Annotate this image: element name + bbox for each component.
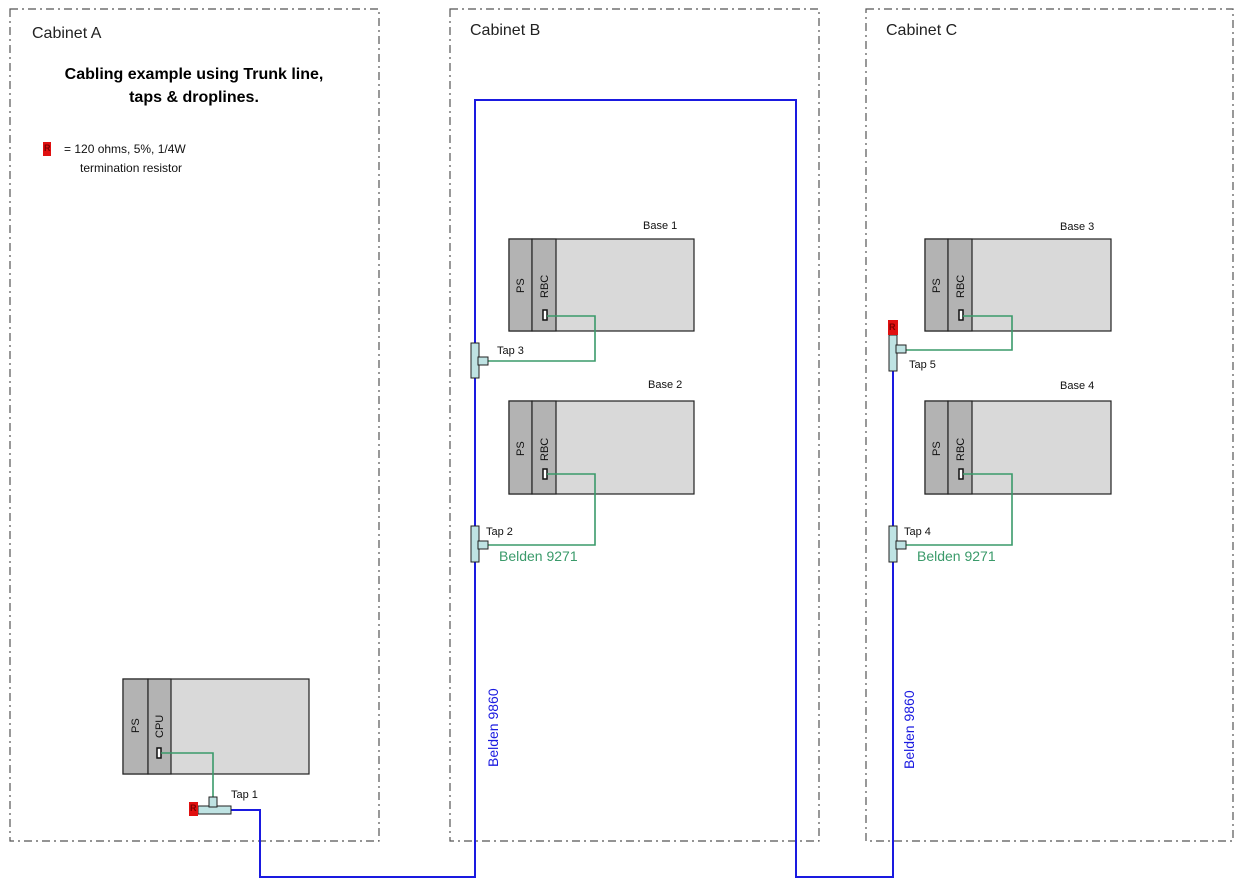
tap-4 [888, 525, 907, 563]
base-4-label: Base 4 [1060, 380, 1094, 392]
tap-5 [888, 334, 907, 372]
cpu-port [156, 747, 162, 759]
base-4-rack: PS RBC [924, 400, 1112, 495]
legend-line2: termination resistor [80, 161, 182, 175]
tap-2-label: Tap 2 [486, 526, 513, 538]
rbc-label-base2: RBC [539, 438, 551, 461]
rbc-label-base3: RBC [955, 275, 967, 298]
cpu-module [147, 678, 172, 775]
ps-label-a: PS [130, 718, 142, 733]
termination-resistor-tap5: R [888, 320, 898, 335]
ps-module-a [122, 678, 149, 775]
rbc-label-base4: RBC [955, 438, 967, 461]
tap-5-label: Tap 5 [909, 359, 936, 371]
trunk-line-a-to-b [231, 560, 476, 878]
cabinet-b-outline [449, 8, 820, 842]
cabinet-c-outline [865, 8, 1234, 842]
legend-line1: = 120 ohms, 5%, 1/4W [64, 142, 186, 156]
ps-label-base3: PS [931, 278, 943, 293]
cpu-label: CPU [154, 715, 166, 738]
ps-label-base2: PS [515, 441, 527, 456]
tap-3-label: Tap 3 [497, 345, 524, 357]
base-1-rack: PS RBC [508, 238, 695, 332]
rbc-port-base4 [958, 468, 964, 480]
base-1-label: Base 1 [643, 220, 677, 232]
dropline-base2 [486, 473, 596, 546]
cabinet-a-outline [9, 8, 380, 842]
trunk-line-b-to-c [474, 99, 894, 878]
base-2-label: Base 2 [648, 379, 682, 391]
ps-label-base4: PS [931, 441, 943, 456]
tap-2 [470, 525, 489, 563]
cabinet-b-title: Cabinet B [470, 22, 540, 39]
dropline-base1 [486, 315, 596, 362]
base-2-rack: PS RBC [508, 400, 695, 495]
dropline-label-cabinet-c: Belden 9271 [917, 548, 996, 564]
legend-resistor-icon: R [43, 142, 51, 156]
dropline-label-cabinet-b: Belden 9271 [499, 548, 578, 564]
diagram-heading-line1: Cabling example using Trunk line, [65, 66, 324, 83]
rbc-label-base1: RBC [539, 275, 551, 298]
cabinet-c-title: Cabinet C [886, 22, 957, 39]
cabinet-a-title: Cabinet A [32, 25, 102, 42]
rbc-port-base3 [958, 309, 964, 321]
termination-resistor-tap1: R [189, 802, 198, 816]
rbc-port-base2 [542, 468, 548, 480]
diagram-heading-line2: taps & droplines. [129, 89, 259, 106]
dropline-base4 [904, 473, 1013, 546]
tap-1 [197, 796, 232, 815]
tap5-resistor-letter: R [889, 322, 896, 332]
tap1-resistor-letter: R [190, 803, 197, 813]
ps-label-base1: PS [515, 278, 527, 293]
cpu-rack: PS CPU [122, 678, 310, 775]
dropline-cpu [161, 752, 214, 798]
trunk-label-cabinet-c: Belden 9860 [901, 690, 917, 769]
base-3-label: Base 3 [1060, 221, 1094, 233]
dropline-base3 [904, 315, 1013, 351]
tap-1-label: Tap 1 [231, 789, 258, 801]
tap-3 [470, 342, 489, 379]
trunk-label-cabinet-b: Belden 9860 [485, 688, 501, 767]
tap-4-label: Tap 4 [904, 526, 931, 538]
rbc-port-base1 [542, 309, 548, 321]
base-3-rack: PS RBC [924, 238, 1112, 332]
legend-resistor-letter: R [44, 143, 51, 153]
